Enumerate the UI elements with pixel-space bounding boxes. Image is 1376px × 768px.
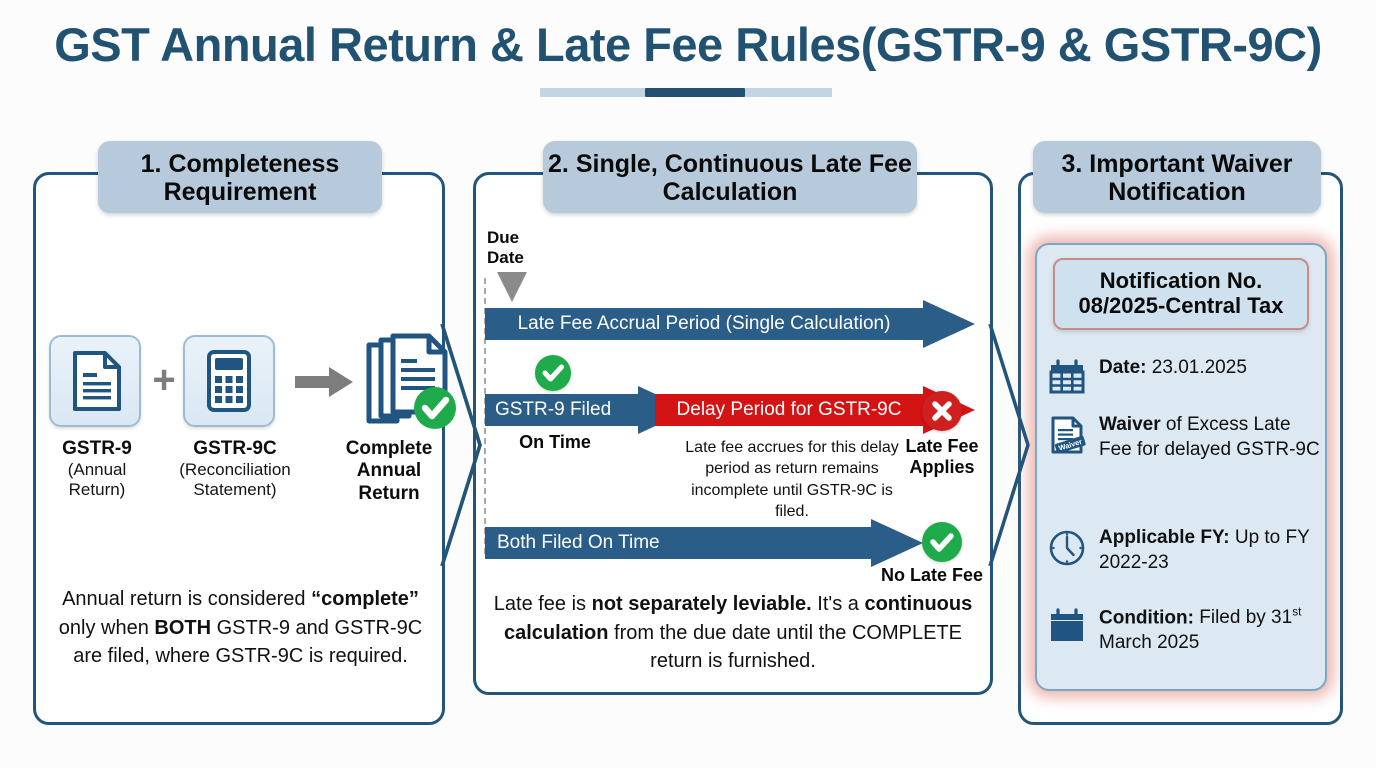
check-glyph: [542, 364, 564, 382]
due-date-l2: Date: [487, 247, 524, 267]
delay-period-note: Late fee accrues for this delay period a…: [685, 439, 899, 520]
waiver-item-fy-text: Applicable FY: Up to FY 2022-23: [1099, 526, 1321, 575]
panel1-header: 1. Completeness Requirement: [98, 141, 382, 213]
due-date-label: Due Date: [487, 228, 545, 267]
calendar-grid-icon: [1049, 359, 1085, 394]
panel2-header: 2. Single, Continuous Late Fee Calculati…: [543, 141, 917, 213]
delay-bar-label: Delay Period for GSTR-9C: [676, 399, 902, 420]
x-icon-late-fee-applies: [922, 391, 962, 431]
calendar-solid-icon: [1051, 608, 1083, 641]
accrual-bar-body: [485, 308, 923, 340]
label-complete-l2: Annual: [356, 460, 422, 482]
accrual-period-bar: Late Fee Accrual Period (Single Calculat…: [485, 300, 975, 348]
waiver-document-icon: Waiver: [1051, 416, 1086, 454]
due-date-l1: Due: [487, 228, 520, 247]
panel2-caption-bold1: not separately leviable.: [591, 593, 812, 615]
page-title-wrap: GST Annual Return & Late Fee Rules(GSTR-…: [0, 18, 1376, 71]
panel1-caption-bold1: “complete”: [311, 588, 419, 610]
label-gstr9-sub2: Return): [68, 480, 126, 500]
panel1-caption-part2: only when: [58, 616, 155, 639]
label-gstr9c: GSTR-9C (Reconciliation Statement): [155, 438, 315, 501]
waiver-item-condition-bold: Condition:: [1099, 607, 1194, 629]
arrow-right-icon: [295, 367, 353, 397]
no-late-fee-label: No Late Fee: [880, 565, 984, 585]
waiver-item-fy-rest: Up to FY 2022-23: [1099, 527, 1310, 573]
gstr9-bar-label: GSTR-9 Filed: [495, 399, 612, 420]
label-gstr9-sub1: (Annual: [67, 460, 127, 480]
waiver-item-waiver-rest: of Excess Late Fee for delayed GSTR-9C: [1099, 414, 1320, 460]
waiver-item-date-bold: Date:: [1099, 357, 1147, 378]
notification-l2: 08/2025-Central Tax: [1078, 292, 1284, 318]
page-title: GST Annual Return & Late Fee Rules(GSTR-…: [54, 18, 1322, 71]
calculator-icon: [207, 350, 251, 412]
waiver-item-date-rest: 23.01.2025: [1146, 357, 1247, 378]
panel3-header: 3. Important Waiver Notification: [1033, 141, 1321, 213]
title-underline-accent: [645, 88, 745, 97]
gstr9-icon-box: [49, 335, 141, 427]
both-filed-on-time-bar: Both Filed On Time: [485, 519, 923, 567]
x-glyph: [932, 401, 952, 421]
label-gstr9c-sub2: Statement): [193, 480, 277, 500]
panel2-caption-bold2: continuous calculation: [504, 593, 973, 644]
check-icon-on-time: [535, 355, 571, 391]
panel-completeness-requirement: [33, 172, 445, 725]
gstr9c-icon-box: [183, 335, 275, 427]
late-fee-applies-l1: Late Fee: [905, 436, 979, 456]
panel2-caption-part1: Late fee is: [493, 593, 592, 615]
accrual-bar-arrowhead: [923, 300, 975, 348]
panel1-caption-part3: GSTR-9 and GSTR-9C are filed, where GSTR…: [73, 616, 423, 668]
late-fee-applies-l2: Applies: [909, 456, 975, 477]
panel1-caption: Annual return is considered “complete” o…: [48, 585, 433, 671]
document-icon: [73, 351, 121, 411]
both-bar-arrowhead: [871, 519, 923, 567]
waiver-item-condition-text: Condition: Filed by 31st March 2025: [1099, 605, 1321, 656]
label-gstr9: GSTR-9 (Annual Return): [33, 438, 161, 501]
panel-late-fee-calculation: [473, 172, 993, 695]
panel1-icon-row: +: [33, 333, 456, 435]
panel2-caption-part3: from the due date until the COMPLETE ret…: [608, 621, 962, 673]
both-bar-label: Both Filed On Time: [497, 532, 660, 553]
panel1-caption-part1: Annual return is considered: [62, 588, 312, 610]
panel2-caption-part2: It's a: [811, 593, 865, 615]
accrual-bar-label: Late Fee Accrual Period (Single Calculat…: [517, 313, 891, 334]
label-complete-l1: Complete: [345, 438, 433, 459]
notification-l1: Notification No.: [1099, 268, 1263, 293]
stacked-documents-check-icon: [366, 333, 456, 429]
label-gstr9c-title: GSTR-9C: [193, 438, 277, 459]
late-fee-applies-label: Late Fee Applies: [890, 436, 994, 477]
panel1-caption-bold2: BOTH: [154, 616, 212, 639]
on-time-label: On Time: [519, 432, 591, 452]
clock-icon: [1049, 530, 1085, 566]
waiver-item-fy-bold: Applicable FY:: [1099, 527, 1230, 548]
plus-icon: +: [152, 358, 176, 402]
check-icon-no-late-fee: [922, 522, 962, 562]
panel2-caption: Late fee is not separately leviable. It'…: [493, 590, 973, 676]
waiver-item-waiver-text: Waiver of Excess Late Fee for delayed GS…: [1099, 413, 1321, 462]
check-glyph-2: [930, 533, 954, 552]
connector-chevron-2-3: [988, 323, 1030, 567]
panel1-labels: GSTR-9 (Annual Return) GSTR-9C (Reconcil…: [33, 438, 445, 548]
notification-number-badge: Notification No. 08/2025-Central Tax: [1053, 258, 1309, 330]
label-gstr9c-sub1: (Reconciliation: [179, 460, 291, 480]
waiver-item-date-text: Date: 23.01.2025: [1099, 356, 1321, 381]
label-complete-l3: Return: [358, 482, 420, 504]
gstr9-bar-body: [485, 394, 638, 426]
delay-bar-body: [655, 394, 923, 426]
both-bar-body: [485, 527, 871, 559]
due-date-triangle-icon: [497, 272, 527, 302]
waiver-item-condition-rest: Filed by 31st March 2025: [1099, 606, 1302, 654]
label-complete-annual-return: Complete Annual Return: [323, 438, 455, 505]
connector-chevron-1-2b: [440, 323, 482, 567]
waiver-item-waiver-bold: Waiver: [1099, 414, 1161, 435]
label-gstr9-title: GSTR-9: [62, 438, 132, 459]
